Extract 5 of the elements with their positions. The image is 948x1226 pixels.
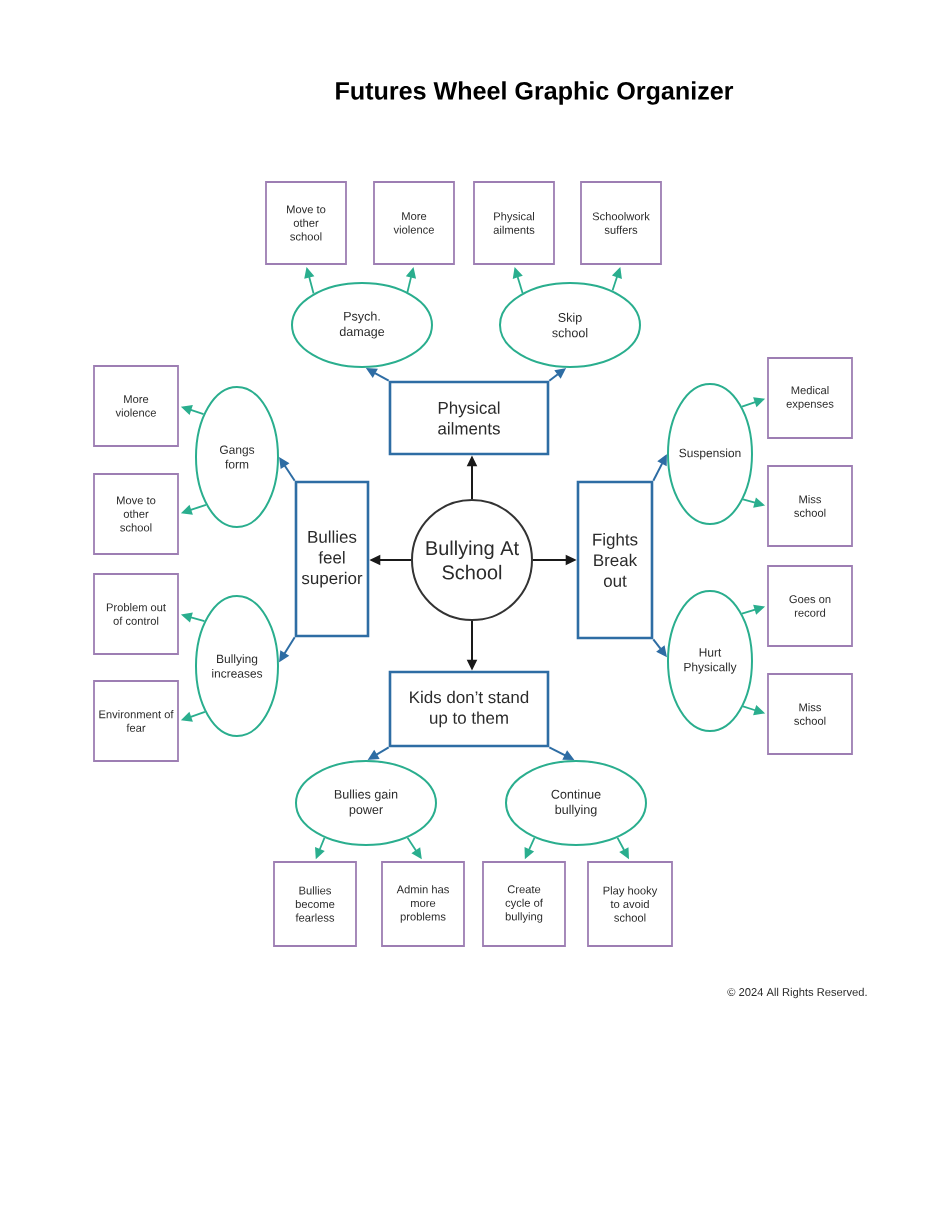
inner-box: Kids don’t stand up to them	[388, 670, 550, 748]
inner-box: Fights Break out	[576, 480, 654, 640]
inner-box: Bullies feel superior	[294, 480, 370, 638]
title: Futures Wheel Graphic Organizer	[336, 81, 734, 105]
inner-box: Physical ailments	[388, 380, 550, 456]
